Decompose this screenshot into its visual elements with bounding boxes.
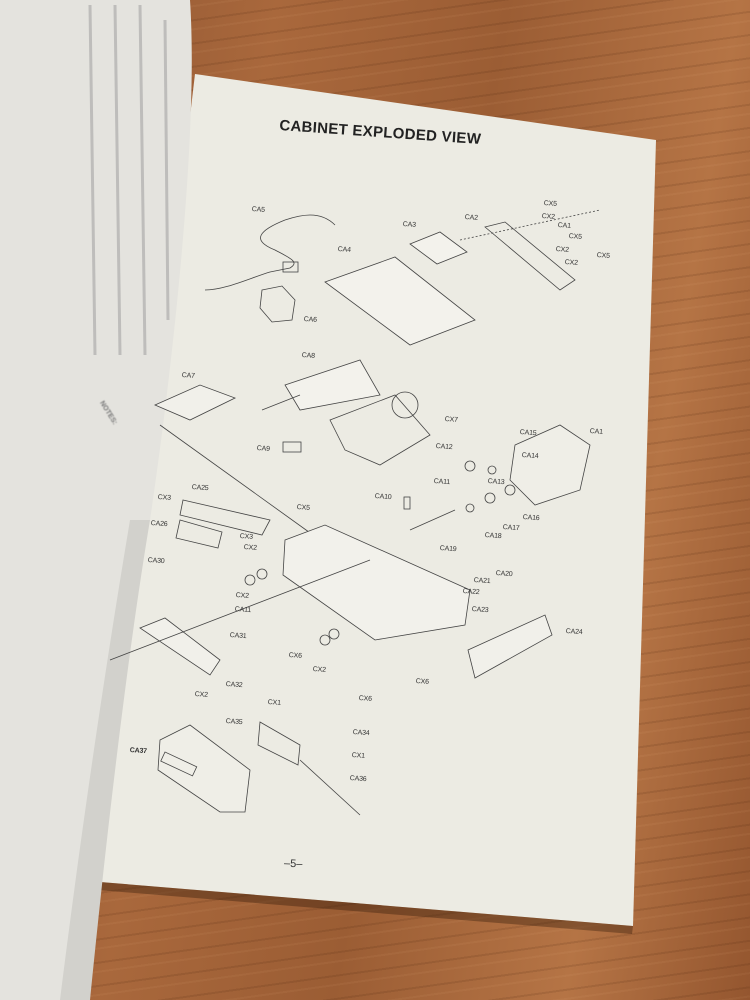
- exploded-diagram: [109, 209, 601, 816]
- part-label: CA8: [301, 352, 315, 360]
- part-label: CX5: [568, 233, 582, 241]
- part-label: CX3: [157, 494, 171, 502]
- part-label: CA26: [150, 520, 168, 529]
- part-label: CX2: [235, 592, 249, 600]
- part-label: CX1: [267, 699, 281, 707]
- part-label: CA1: [557, 222, 571, 230]
- page-number: –5–: [283, 857, 303, 871]
- part-label: CA11: [234, 606, 252, 615]
- part-label: CX2: [312, 666, 326, 674]
- part-label: CA16: [522, 514, 540, 523]
- part-label: CA6: [303, 316, 317, 324]
- part-label: CA34: [352, 729, 370, 738]
- manual-page: [100, 74, 656, 926]
- part-label: CX5: [296, 504, 310, 512]
- part-label: CA20: [495, 570, 513, 579]
- left-page-parts-list: [88, 4, 170, 356]
- part-label: CA9: [256, 445, 270, 453]
- part-label: CA10: [374, 493, 392, 502]
- part-label: CA4: [337, 246, 351, 254]
- part-label: CX7: [444, 416, 458, 424]
- part-label: CX2: [243, 544, 257, 552]
- part-label: CA18: [484, 532, 502, 541]
- part-label: CA37: [129, 747, 148, 756]
- page-shadow: [98, 882, 633, 934]
- part-label: CX1: [351, 752, 365, 760]
- part-label: CX2: [564, 259, 578, 267]
- part-label: CX2: [555, 246, 569, 254]
- part-label: CA30: [147, 557, 165, 566]
- part-label: CA5: [251, 206, 265, 214]
- part-label: CA25: [191, 484, 209, 493]
- part-label: CX6: [288, 652, 302, 660]
- part-label: CA13: [487, 478, 505, 487]
- part-label: CA22: [462, 588, 480, 597]
- part-label: CA31: [229, 632, 247, 641]
- part-label: CA32: [225, 681, 243, 690]
- part-label: CA12: [435, 443, 453, 452]
- part-label: CA14: [521, 452, 539, 461]
- part-label: CA35: [225, 718, 243, 727]
- part-label: CA15: [519, 429, 537, 438]
- part-label: CX2: [194, 691, 208, 699]
- part-label: CA19: [439, 545, 457, 554]
- part-label: CA36: [349, 775, 367, 784]
- part-label: CA24: [565, 628, 583, 637]
- part-label: CX3: [239, 533, 253, 541]
- part-label: CX6: [415, 678, 429, 686]
- part-label: CA2: [464, 214, 478, 222]
- part-label: CX5: [596, 252, 610, 260]
- part-label: CA3: [402, 221, 416, 229]
- part-label: CX6: [358, 695, 372, 703]
- part-label: CA11: [433, 478, 451, 487]
- part-label: CA1: [589, 428, 603, 436]
- part-label: CX5: [543, 200, 557, 208]
- part-label: CA23: [471, 606, 489, 615]
- part-label: CA21: [473, 577, 491, 586]
- part-label: CA7: [181, 372, 195, 380]
- part-label: CX2: [541, 213, 555, 221]
- part-label: CA17: [502, 524, 520, 533]
